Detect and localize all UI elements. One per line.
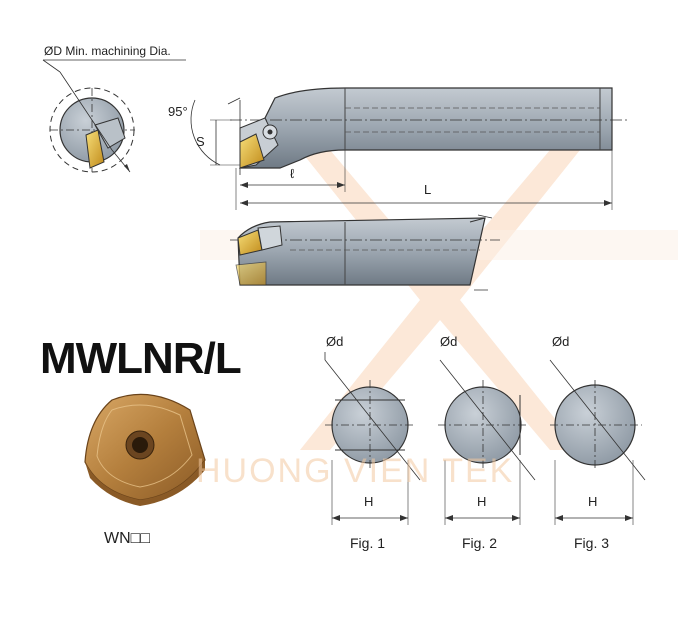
figure-1-drawing [324,352,421,525]
fig1-od-label: Ød [326,334,344,349]
watermark-text: HUONG VIEN TEK [196,452,515,490]
min-dia-label: ØD Min. machining Dia. [44,44,171,58]
model-title: MWLNR/L [40,334,242,383]
boring-bar-top-view [190,87,630,210]
ell-dimension-label: ℓ [290,166,295,181]
fig3-caption: Fig. 3 [574,535,610,551]
figure-3-drawing [549,359,646,525]
boring-bar-side-view [230,214,500,291]
insert-image [84,393,206,506]
angle-label: 95° [168,104,188,119]
fig2-h-label: H [477,494,487,509]
fig3-od-label: Ød [552,334,570,349]
fig1-caption: Fig. 1 [350,535,386,551]
insert-code-label: WN□□ [104,530,150,547]
fig1-h-label: H [364,494,374,509]
fig2-od-label: Ød [440,334,458,349]
fig3-h-label: H [588,494,598,509]
end-view [42,59,186,173]
s-dimension-label: S [196,134,205,149]
figure-2-drawing [438,359,536,525]
fig2-caption: Fig. 2 [462,535,498,551]
L-dimension-label: L [424,182,432,197]
